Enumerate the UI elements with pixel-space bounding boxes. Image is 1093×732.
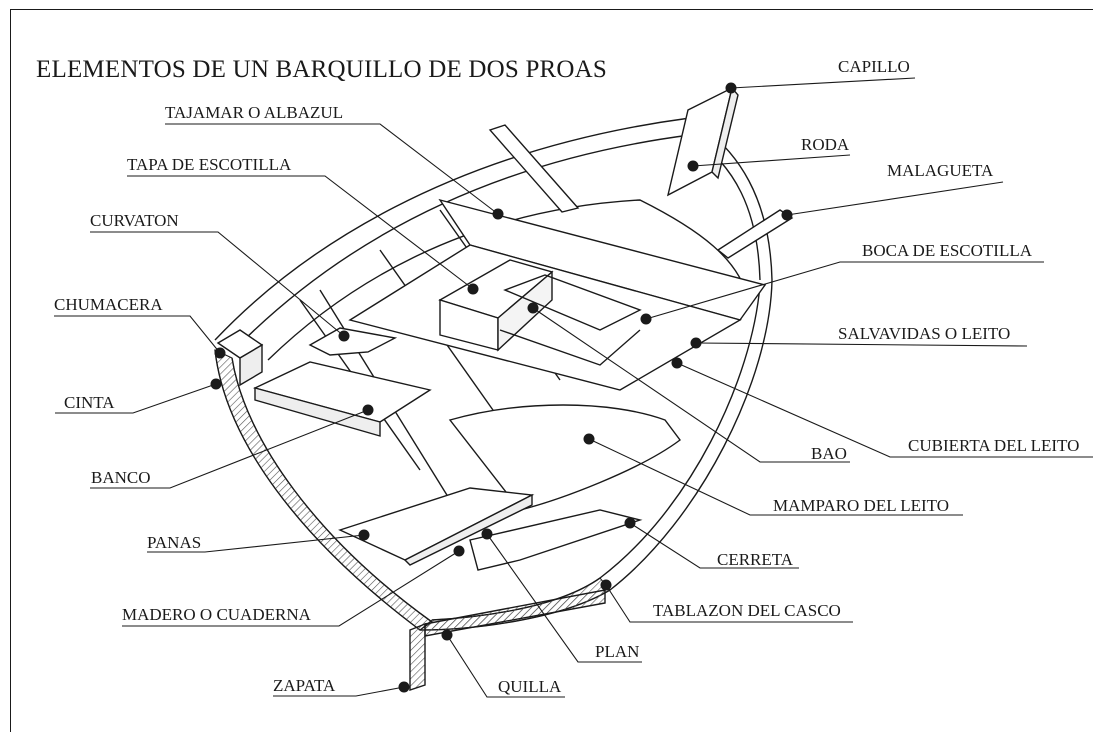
curvaton-knee [308, 327, 398, 356]
mamparo-surface [448, 404, 681, 511]
dot-bao [527, 302, 539, 314]
banco-thwart [252, 361, 432, 437]
dot-capillo [725, 82, 737, 94]
leader-lines [54, 77, 1093, 698]
dot-mamparo [583, 433, 595, 445]
stem-post [666, 86, 739, 197]
dot-banco [362, 404, 374, 416]
dot-plan [481, 528, 493, 540]
dot-cubierta-leito [671, 357, 683, 369]
dot-cinta [210, 378, 222, 390]
label-roda: RODA [801, 135, 850, 154]
dot-tablazon [600, 579, 612, 591]
frame-top-line [10, 9, 1093, 10]
dot-zapata [398, 681, 410, 693]
label-tablazon: TABLAZON DEL CASCO [653, 601, 841, 620]
label-banco: BANCO [91, 468, 151, 487]
dot-cerreta [624, 517, 636, 529]
label-quilla: QUILLA [498, 677, 562, 696]
label-mamparo: MAMPARO DEL LEITO [773, 496, 949, 515]
plan-floor [469, 509, 643, 571]
label-plan: PLAN [595, 642, 640, 661]
label-capillo: CAPILLO [838, 57, 910, 76]
malagueta-post [716, 209, 794, 259]
dot-salvavidas [690, 337, 702, 349]
dot-madero [453, 545, 465, 557]
label-bao: BAO [811, 444, 847, 463]
label-zapata: ZAPATA [273, 676, 336, 695]
dot-tajamar [492, 208, 504, 220]
dot-roda [687, 160, 699, 172]
panas-floorboards [338, 487, 535, 566]
label-malagueta: MALAGUETA [887, 161, 994, 180]
label-cerreta: CERRETA [717, 550, 794, 569]
deck-surfaces [348, 198, 767, 391]
label-madero: MADERO O CUADERNA [122, 605, 311, 624]
keel [409, 589, 606, 691]
dot-quilla [441, 629, 453, 641]
label-boca-escotilla: BOCA DE ESCOTILLA [862, 241, 1032, 260]
dot-curvaton [338, 330, 350, 342]
label-panas: PANAS [147, 533, 202, 552]
dot-boca-escotilla [640, 313, 652, 325]
diagram-title: ELEMENTOS DE UN BARQUILLO DE DOS PROAS [36, 56, 608, 83]
label-chumacera: CHUMACERA [54, 295, 163, 314]
label-curvaton: CURVATON [90, 211, 179, 230]
dot-chumacera [214, 347, 226, 359]
tajamar-strip [488, 124, 580, 213]
label-tajamar: TAJAMAR O ALBAZUL [165, 103, 344, 122]
dot-tapa-escotilla [467, 283, 479, 295]
chumacera-block [216, 329, 264, 387]
dot-panas [358, 529, 370, 541]
label-cubierta-leito: CUBIERTA DEL LEITO [908, 436, 1080, 455]
label-cinta: CINTA [64, 393, 115, 412]
label-tapa-escotilla: TAPA DE ESCOTILLA [127, 155, 292, 174]
hatch [438, 259, 642, 366]
dot-malagueta [781, 209, 793, 221]
callout-dots [210, 82, 793, 693]
label-salvavidas: SALVAVIDAS O LEITO [838, 324, 1011, 343]
frame-left-line [10, 9, 11, 732]
